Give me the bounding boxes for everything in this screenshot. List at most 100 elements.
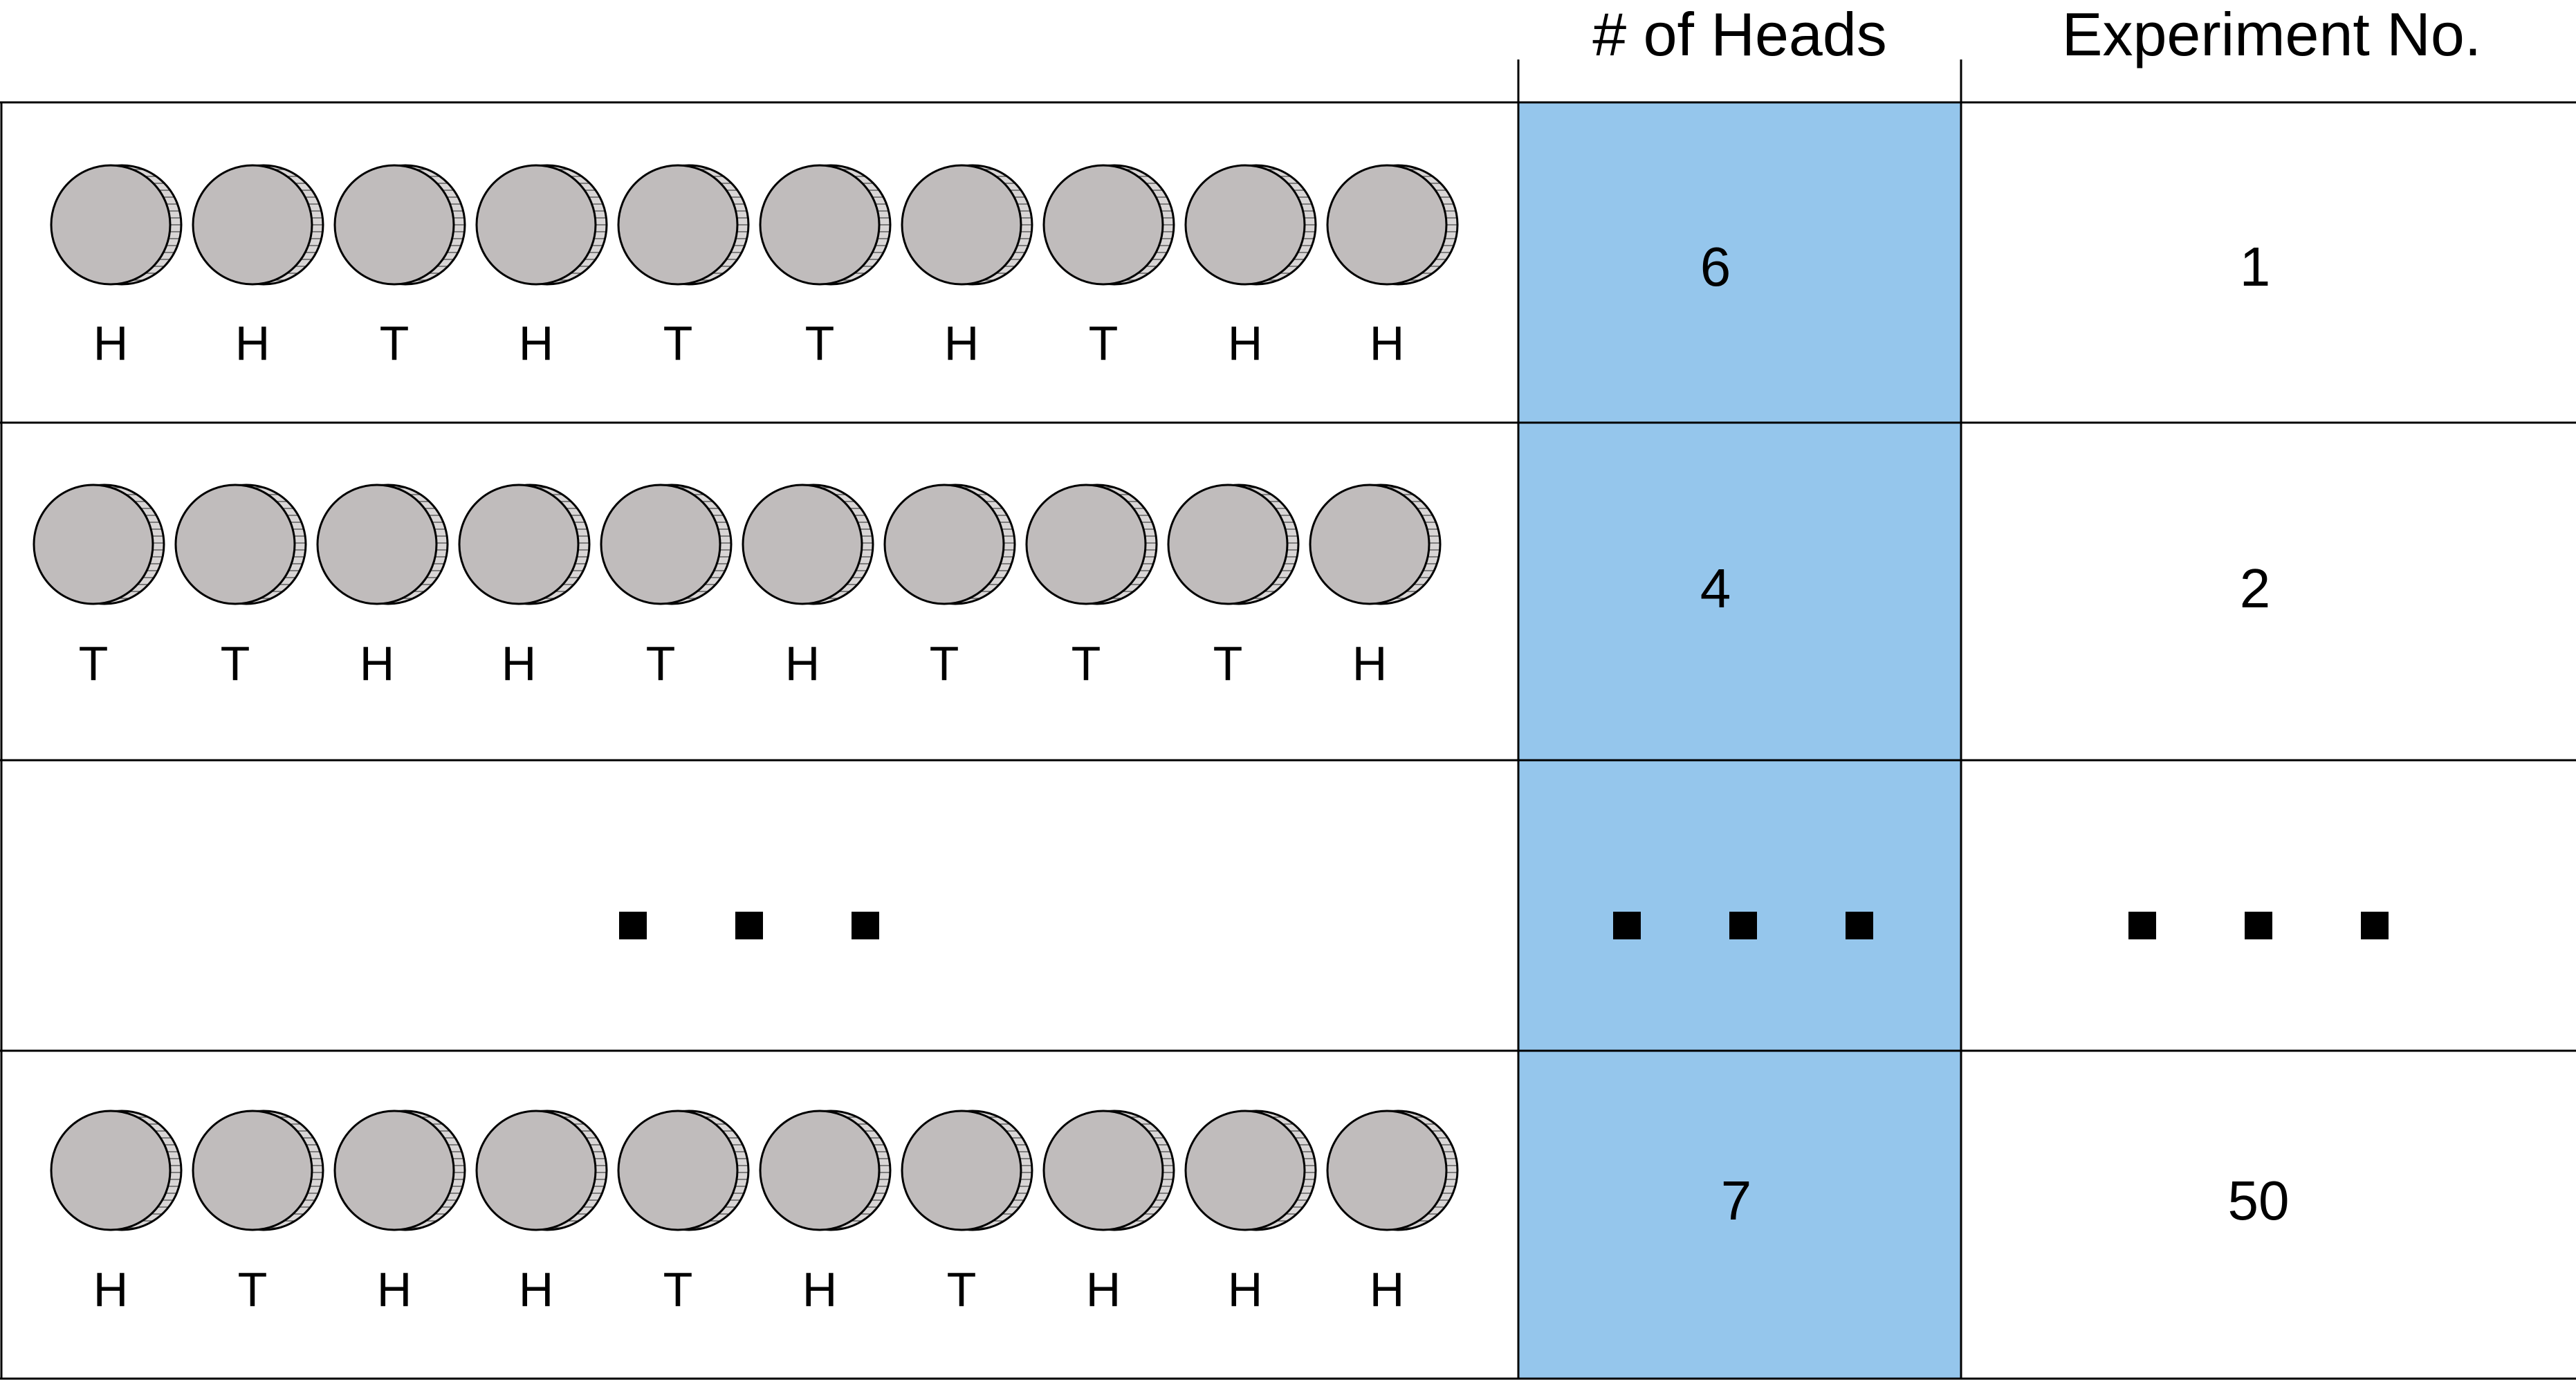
coin-flip-label: H — [1086, 1262, 1121, 1316]
coin: H — [458, 484, 591, 690]
coin: T — [1025, 484, 1158, 690]
header-experiment-no: Experiment No. — [2062, 0, 2481, 68]
coin: T — [192, 1110, 324, 1316]
coin-flip-label: H — [1228, 1262, 1263, 1316]
coin-flip-label: T — [221, 636, 250, 690]
coin-flip-label: T — [380, 316, 410, 370]
coin-face — [192, 1110, 313, 1231]
coin-face — [1042, 1110, 1164, 1231]
coin: T — [883, 484, 1016, 690]
coin-flip-label: H — [802, 1262, 838, 1316]
coin-face — [617, 164, 739, 286]
coin: T — [33, 484, 165, 690]
coin: T — [759, 164, 892, 370]
experiment-number-cell: 1 — [2240, 236, 2271, 297]
coin: T — [1042, 164, 1175, 370]
heads-count-cell: 7 — [1721, 1170, 1752, 1231]
coin-face — [316, 484, 438, 605]
coin-flip-label: H — [93, 1262, 129, 1316]
coin-face — [50, 164, 172, 286]
coin-face — [759, 164, 881, 286]
coin-flip-label: T — [238, 1262, 268, 1316]
heads-ellipsis-dot-3 — [1846, 912, 1873, 939]
coin-face — [617, 1110, 739, 1231]
coin-flip-label: H — [1228, 316, 1263, 370]
coin-flip-label: H — [1370, 1262, 1405, 1316]
coin: H — [333, 1110, 466, 1316]
coin-flip-label: H — [785, 636, 820, 690]
coin: H — [475, 164, 608, 370]
coin: H — [1309, 484, 1442, 690]
coin-face — [1042, 164, 1164, 286]
coin-flip-label: H — [360, 636, 395, 690]
coin-flip-label: H — [377, 1262, 412, 1316]
coin-face — [50, 1110, 172, 1231]
experiment-ellipsis-dot-3 — [2361, 912, 2389, 939]
coin-flip-label: T — [663, 316, 693, 370]
coin: T — [600, 484, 733, 690]
coin: H — [475, 1110, 608, 1316]
coin-flip-label: T — [79, 636, 109, 690]
coin-flip-label: H — [502, 636, 537, 690]
experiment-row — [619, 912, 2389, 939]
coin-face — [883, 484, 1005, 605]
experiment-number-cell: 50 — [2228, 1170, 2290, 1231]
coin: H — [742, 484, 874, 690]
coin-face — [475, 164, 597, 286]
coin-face — [742, 484, 863, 605]
coins-ellipsis-dot-1 — [619, 912, 647, 939]
coin-flip-label: T — [930, 636, 959, 690]
coin-face — [33, 484, 154, 605]
coin: H — [1326, 1110, 1459, 1316]
coin: T — [174, 484, 307, 690]
coin-flip-label: H — [235, 316, 270, 370]
experiment-number-cell: 2 — [2240, 558, 2271, 619]
coin-flip-label: H — [519, 1262, 554, 1316]
coin: H — [50, 164, 183, 370]
coin: H — [1184, 164, 1317, 370]
coin-face — [1309, 484, 1430, 605]
coin-face — [901, 1110, 1022, 1231]
coin-flip-label: H — [1370, 316, 1405, 370]
coin-flip-label: H — [519, 316, 554, 370]
coin-flip-label: H — [93, 316, 129, 370]
coins-ellipsis-dot-3 — [852, 912, 879, 939]
table-grid — [0, 59, 2576, 1380]
coin-face — [1184, 1110, 1306, 1231]
coin: H — [50, 1110, 183, 1316]
coin-face — [333, 164, 455, 286]
coin-face — [174, 484, 296, 605]
experiment-row: T T H H T H T T T H 4 2 — [33, 484, 2271, 690]
coins-ellipsis-dot-2 — [735, 912, 763, 939]
coin-face — [192, 164, 313, 286]
heads-count-cell: 6 — [1700, 236, 1731, 297]
coin: T — [617, 164, 750, 370]
coin-face — [759, 1110, 881, 1231]
heads-count-cell: 4 — [1700, 558, 1731, 619]
header-heads-count: # of Heads — [1592, 0, 1887, 68]
coin-flip-label: T — [1213, 636, 1243, 690]
coin-face — [600, 484, 721, 605]
coin-flip-label: T — [1071, 636, 1101, 690]
coin-face — [1326, 1110, 1448, 1231]
coin-flip-label: T — [646, 636, 676, 690]
coin-flip-label: T — [947, 1262, 977, 1316]
coin: T — [333, 164, 466, 370]
coin-face — [1184, 164, 1306, 286]
coin-flip-label: T — [1089, 316, 1119, 370]
heads-ellipsis-dot-1 — [1613, 912, 1641, 939]
coin: H — [1326, 164, 1459, 370]
coin-face — [1167, 484, 1289, 605]
coin-flip-label: H — [1352, 636, 1388, 690]
coin: H — [901, 164, 1033, 370]
coin-face — [475, 1110, 597, 1231]
experiment-ellipsis-dot-2 — [2245, 912, 2272, 939]
coin: T — [617, 1110, 750, 1316]
coin: H — [1184, 1110, 1317, 1316]
coin: H — [1042, 1110, 1175, 1316]
coin-flip-label: H — [944, 316, 979, 370]
